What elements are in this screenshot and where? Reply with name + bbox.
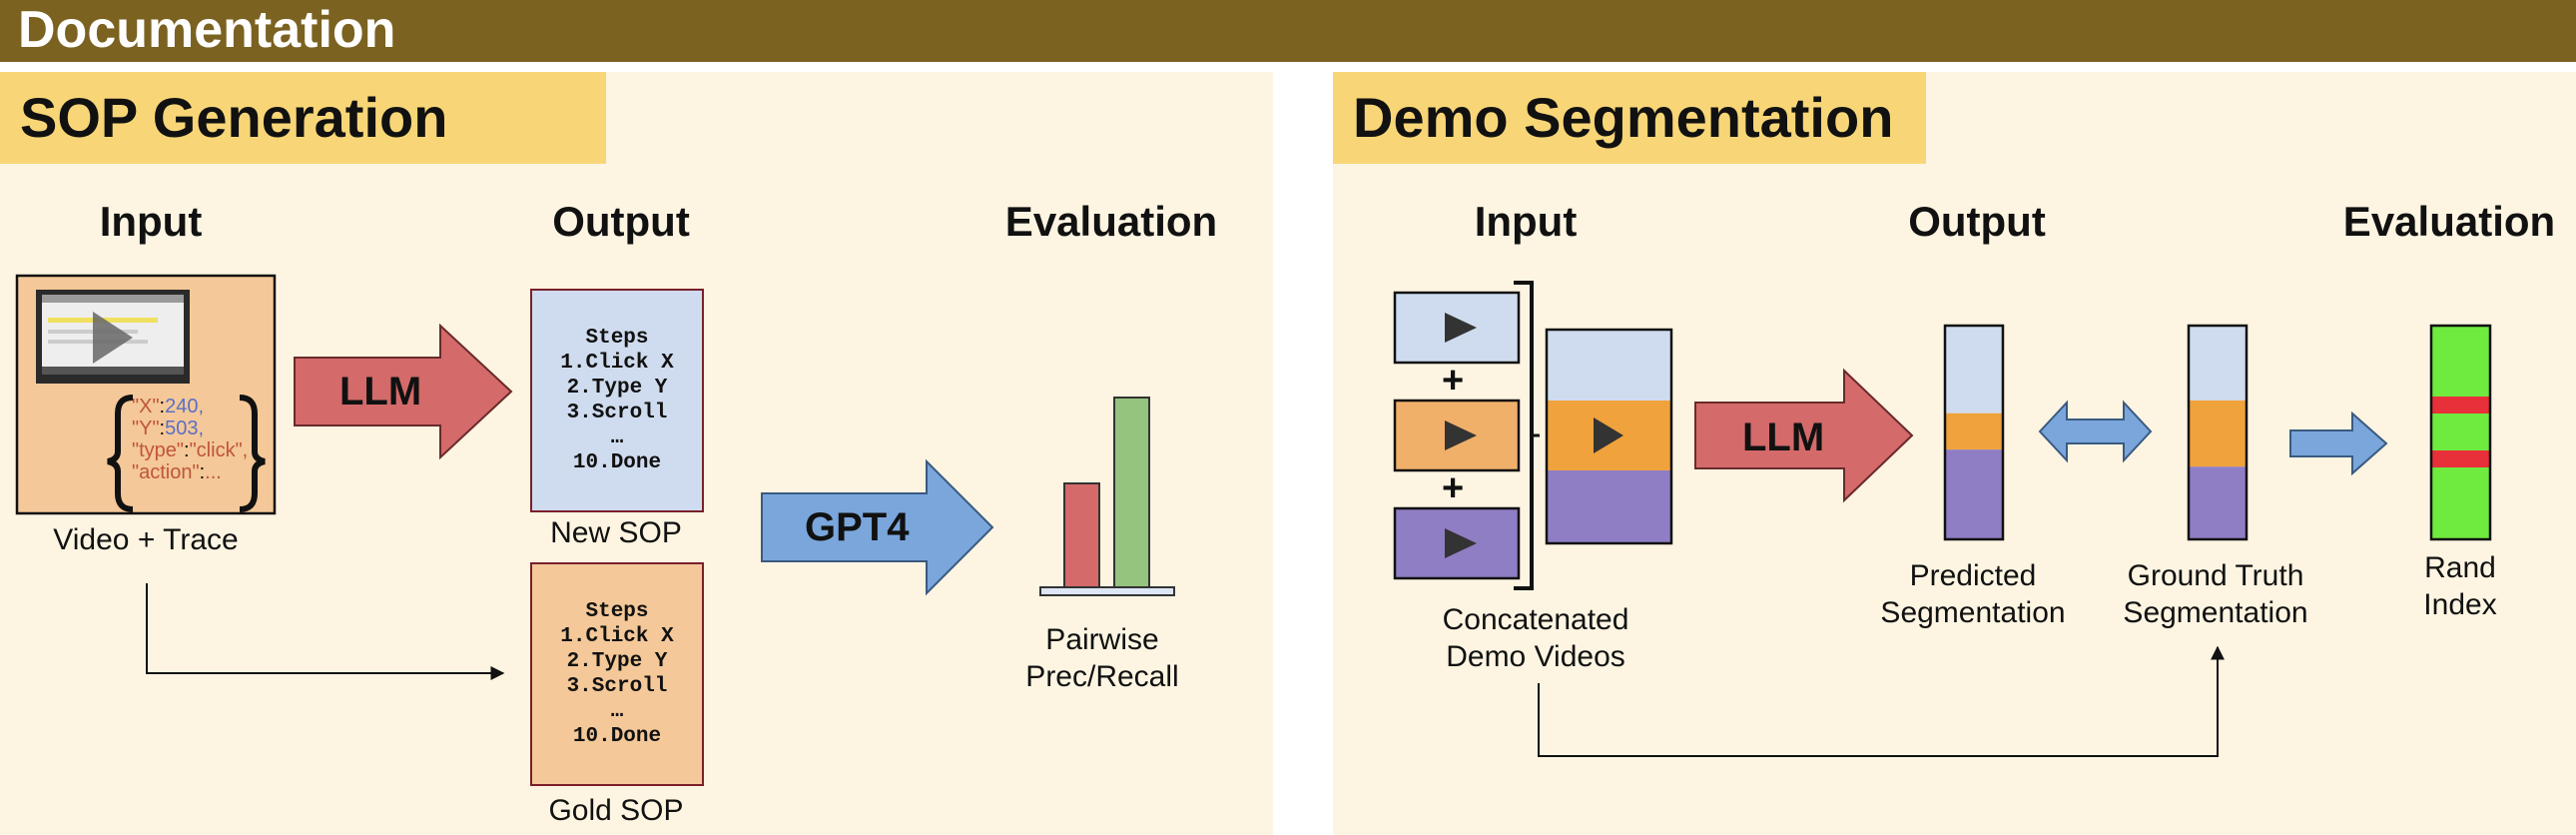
input-label: Video + Trace [53,523,239,556]
rand-index-bar [2429,324,2492,541]
predicted-segmentation-bar [1943,324,2005,541]
demo-input-heading: Input [1474,198,1578,245]
compare-double-arrow [2038,400,2153,463]
trace-line: "action":... [132,461,222,483]
video-thumbnail-icon [36,290,190,384]
sop-line: 10.Done [572,725,662,748]
sop-evaluation-heading: Evaluation [1004,198,1218,245]
sop-line: 3.Scroll [566,675,668,698]
top-title-bar: Documentation [0,0,2576,62]
trace-json: "X":240, "Y":503, "type":"click", "actio… [132,396,248,483]
demo-llm-label: LLM [1742,416,1825,459]
demo-segmentation-header: Demo Segmentation [1333,72,1926,164]
demo-video-3 [1393,506,1521,580]
new-sop-label: New SOP [550,516,682,549]
plus-sign-1: + [1442,360,1465,402]
segment [1945,326,2003,414]
demo-segmentation-title: Demo Segmentation [1353,86,1894,149]
demo-output-heading: Output [1908,198,2046,245]
segment [1945,449,2003,539]
sop-output-heading: Output [552,198,690,245]
sop-generation-title: SOP Generation [20,86,448,149]
sop-line: Steps [585,327,649,350]
gold-sop-label: Gold SOP [548,794,684,827]
ground-truth-segmentation-bar [2187,324,2249,541]
sop-llm-label: LLM [339,370,422,414]
pairwise-bar-chart [1039,397,1175,596]
sop-line: 1.Click X [560,352,674,375]
bar [1113,397,1150,588]
to-rand-arrow [2289,411,2388,476]
gpt4-label: GPT4 [805,505,910,549]
new-sop-box: Steps 1.Click X 2.Type Y 3.Scroll … 10.D… [530,289,704,512]
input-to-gold-connector [146,583,505,680]
demo-video-1 [1393,291,1521,365]
right-brace-icon [239,395,266,512]
segment [2189,466,2247,539]
pairwise-label: Pairwise Prec/Recall [1025,623,1179,693]
page-title: Documentation [18,1,396,59]
segment [2189,400,2247,467]
gpt4-arrow [761,458,994,596]
predicted-label: Predicted Segmentation [1880,559,2066,629]
sop-line: 2.Type Y [566,650,668,673]
trace-line: "X":240, [132,396,205,418]
sop-line: 3.Scroll [566,402,668,424]
rand-index-label: Rand Index [2423,551,2497,621]
sop-line: … [610,426,624,449]
chart-baseline [1039,586,1175,596]
demo-llm-arrow [1694,368,1914,503]
demo-evaluation-heading: Evaluation [2342,198,2556,245]
sop-line: 10.Done [572,451,662,474]
bar [1063,482,1100,588]
sop-line: 1.Click X [560,625,674,648]
trace-line: "Y":503, [132,418,205,439]
ground-truth-label: Ground Truth Segmentation [2123,559,2308,629]
plus-sign-2: + [1442,467,1465,509]
sop-line: Steps [585,600,649,623]
sop-input-heading: Input [99,198,203,245]
concat-to-gt-connector [1538,645,2225,757]
sop-line: … [610,700,624,723]
gold-sop-box: Steps 1.Click X 2.Type Y 3.Scroll … 10.D… [530,562,704,786]
segment [2189,326,2247,401]
demo-video-2 [1393,399,1521,472]
concatenated-label: Concatenated Demo Videos [1442,603,1629,673]
sop-llm-arrow [294,323,513,460]
sop-line: 2.Type Y [566,377,668,400]
trace-line: "type":"click", [132,439,249,461]
left-brace-icon [107,395,134,512]
segment [1945,413,2003,450]
concatenated-video [1545,328,1673,545]
sop-generation-header: SOP Generation [0,72,606,164]
